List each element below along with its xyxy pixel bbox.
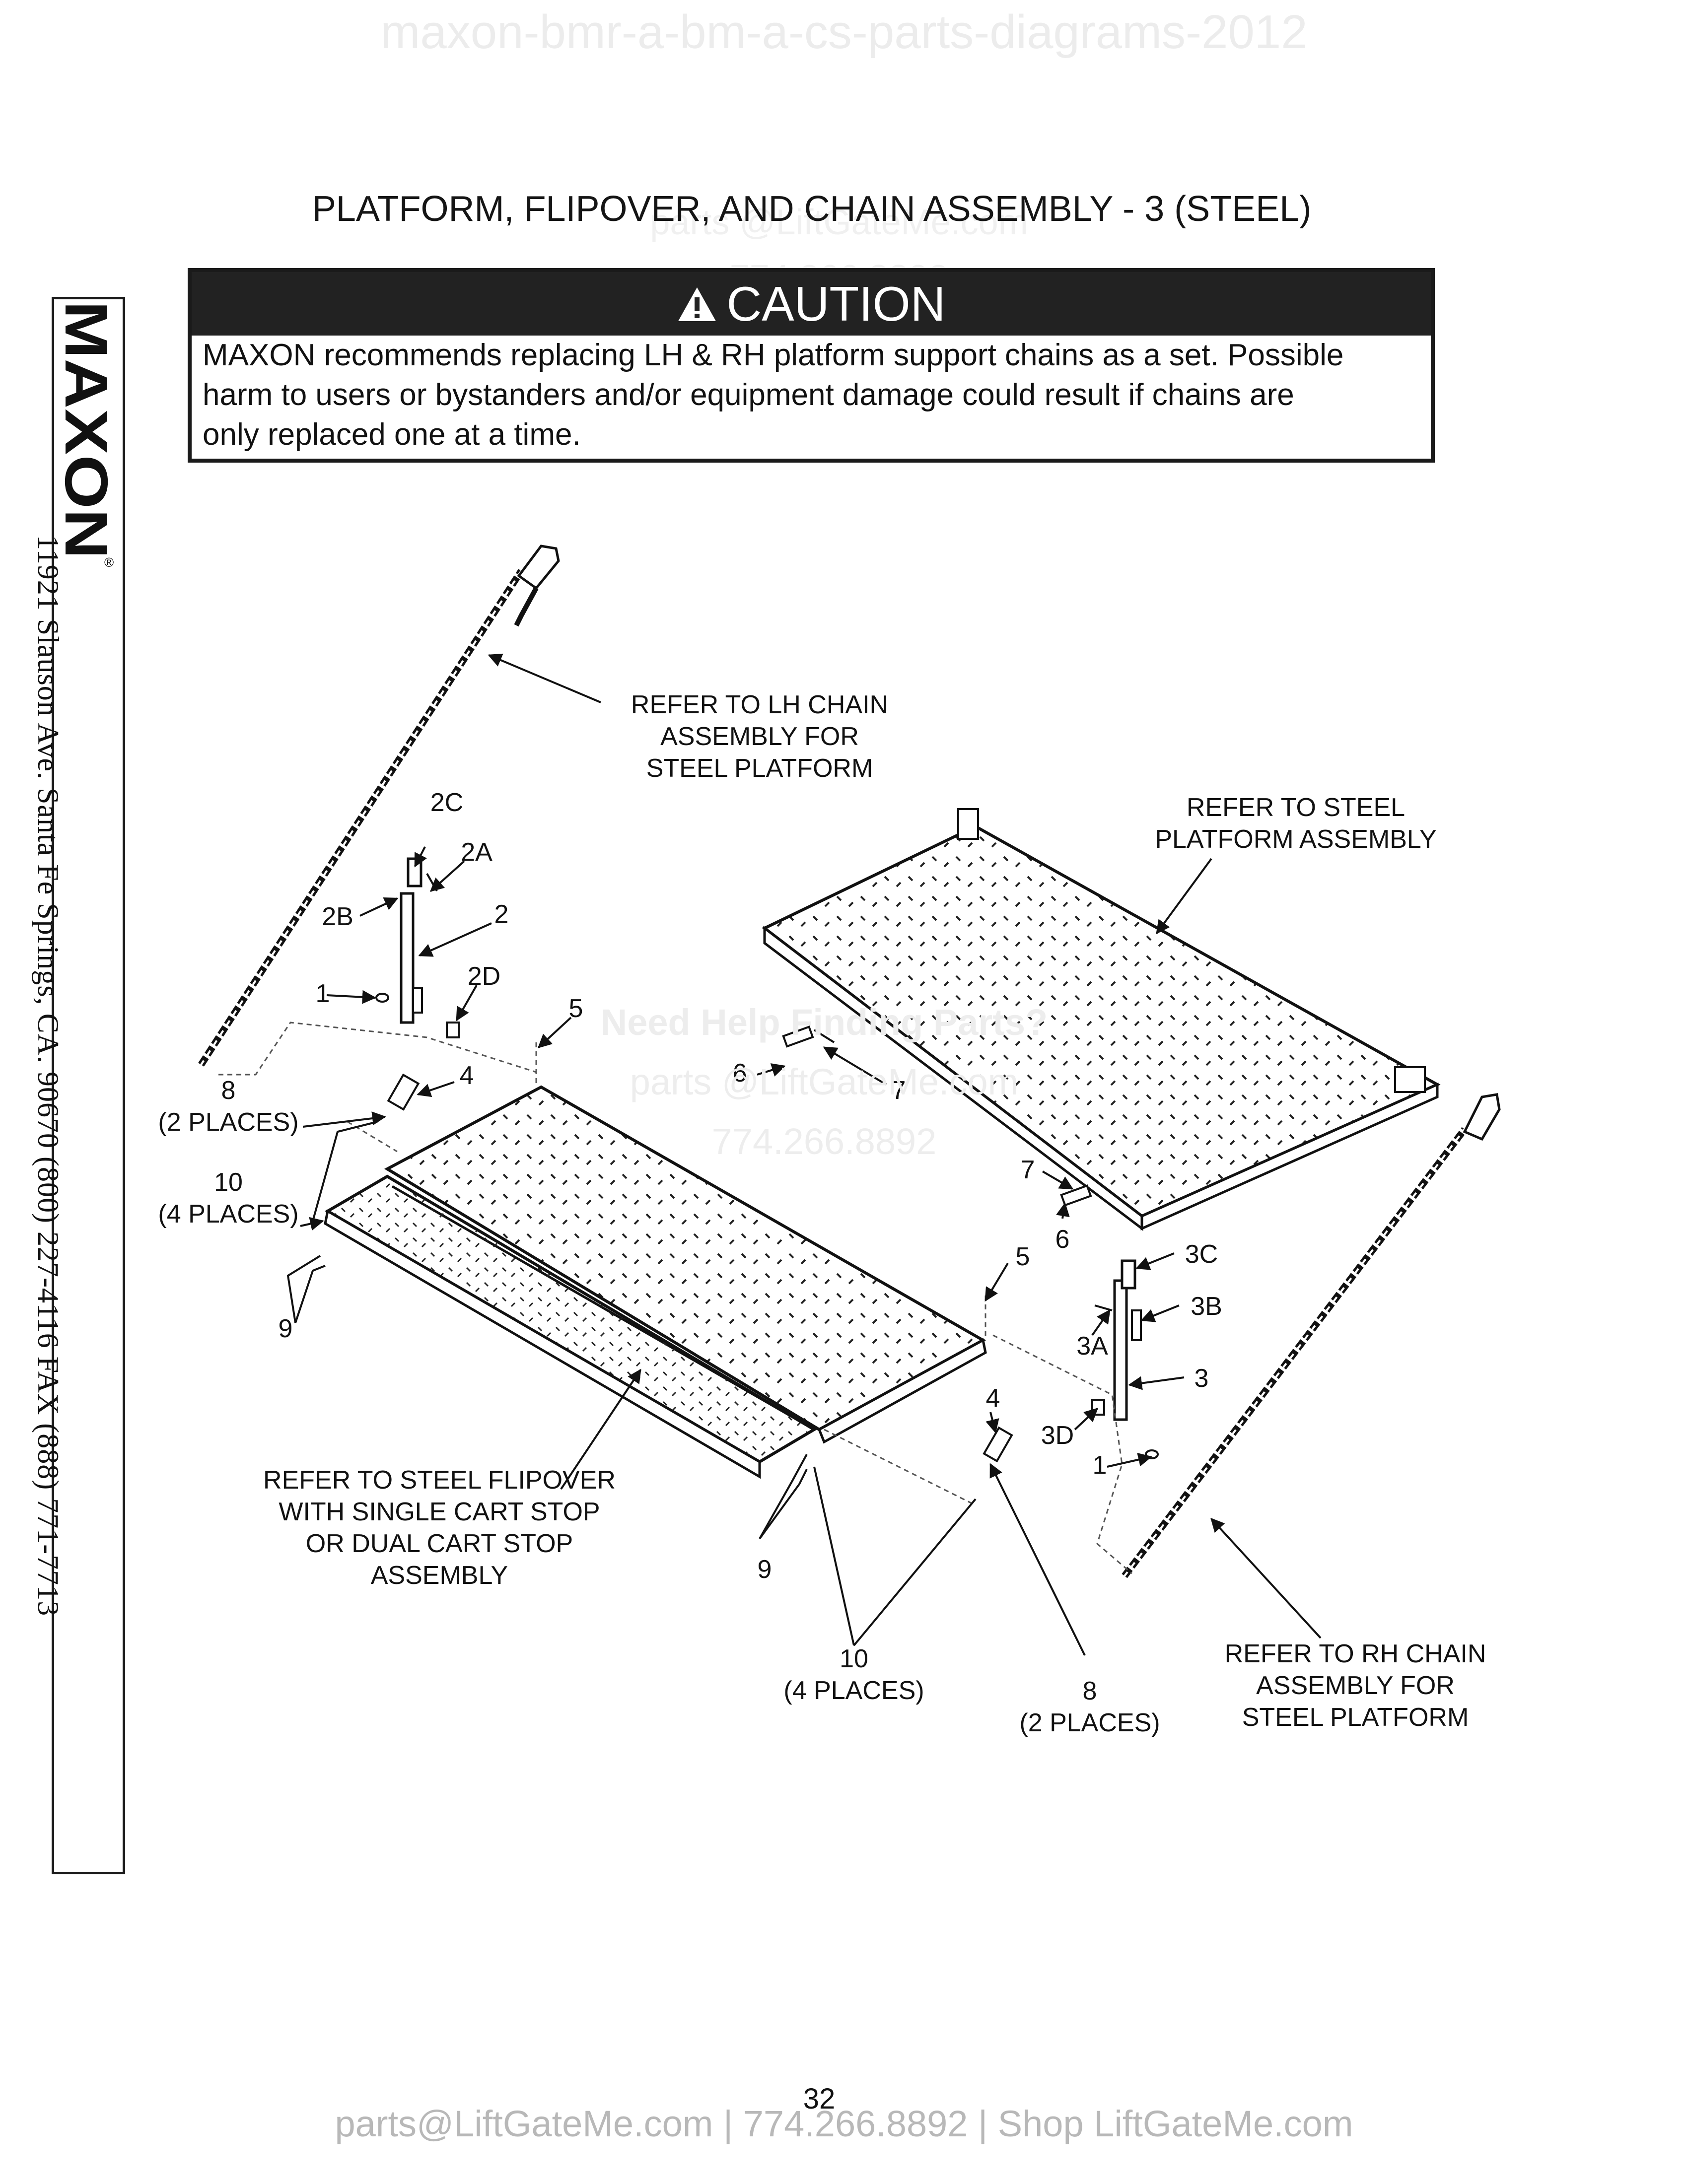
part-label-3: 3 — [1194, 1364, 1209, 1393]
caution-heading: CAUTION — [726, 276, 946, 331]
watermark-middle-line3: 774.266.8892 — [711, 1121, 937, 1162]
callout-lh-chain-line1: REFER TO LH CHAIN — [631, 690, 889, 719]
leader-lines — [286, 653, 1322, 1656]
part-label-1-right: 1 — [1092, 1451, 1107, 1480]
callout-lh-chain-line2: ASSEMBLY FOR — [660, 722, 859, 751]
part-label-2c: 2C — [430, 788, 464, 817]
callout-rh-chain-line2: ASSEMBLY FOR — [1256, 1671, 1455, 1700]
part-label-8-left-places: (2 PLACES) — [158, 1108, 299, 1137]
rh-chain — [1122, 1093, 1501, 1578]
part-label-4-right: 4 — [985, 1384, 1000, 1413]
part-label-2a: 2A — [461, 838, 492, 867]
part-label-8-left-num: 8 — [221, 1076, 236, 1105]
lh-chain — [198, 545, 560, 1067]
flipover — [324, 1174, 817, 1479]
logo-text: MAXON — [55, 301, 120, 559]
caution-box: CAUTION MAXON recommends replacing LH & … — [188, 268, 1435, 463]
part-label-9-left: 9 — [278, 1314, 293, 1343]
part-label-9-bottom: 9 — [757, 1555, 772, 1584]
page-title: PLATFORM, FLIPOVER, AND CHAIN ASSEMBLY -… — [312, 189, 1312, 229]
steel-platform — [762, 808, 1441, 1231]
part-label-10-left-num: 10 — [214, 1168, 243, 1197]
watermark-middle-line2: parts @LiftGateMe.com — [630, 1061, 1019, 1102]
part-label-2d: 2D — [467, 962, 501, 991]
part-label-2b: 2B — [322, 902, 353, 931]
registered-mark: ® — [104, 555, 114, 570]
caution-header: CAUTION — [192, 272, 1431, 336]
part-label-10-bottom: 10 (4 PLACES) — [765, 1643, 943, 1706]
part-label-3a: 3A — [1076, 1332, 1108, 1361]
part-label-3b: 3B — [1191, 1292, 1222, 1321]
warning-icon — [678, 287, 716, 322]
part-label-10-bottom-places: (4 PLACES) — [783, 1676, 924, 1705]
part-label-6-top: 6 — [732, 1059, 747, 1088]
callout-rh-chain: REFER TO RH CHAIN ASSEMBLY FOR STEEL PLA… — [1182, 1638, 1529, 1733]
watermark-header-line1: parts @LiftGateMe.com — [650, 203, 1028, 242]
part-label-4-left: 4 — [459, 1061, 474, 1090]
part-label-7-right: 7 — [1020, 1156, 1035, 1184]
watermark-middle-line1: Need Help Finding Parts? — [600, 1002, 1048, 1043]
callout-steel-platform-line2: PLATFORM ASSEMBLY — [1155, 825, 1437, 854]
part-label-10-left-places: (4 PLACES) — [158, 1200, 299, 1228]
caution-line-3: only replaced one at a time. — [203, 417, 581, 452]
callout-flipover-line3: OR DUAL CART STOP — [305, 1529, 573, 1558]
part-label-10-left: 10 (4 PLACES) — [144, 1166, 313, 1230]
part-label-8-bottom-places: (2 PLACES) — [1019, 1708, 1160, 1737]
part-label-1-left: 1 — [315, 979, 330, 1008]
callout-rh-chain-line3: STEEL PLATFORM — [1242, 1703, 1469, 1732]
callout-flipover-line4: ASSEMBLY — [370, 1561, 508, 1590]
caution-line-1: MAXON recommends replacing LH & RH platf… — [203, 338, 1344, 372]
part-label-8-bottom: 8 (2 PLACES) — [1008, 1675, 1172, 1739]
callout-flipover: REFER TO STEEL FLIPOVER WITH SINGLE CART… — [228, 1464, 650, 1591]
page-number: 32 — [803, 2083, 836, 2115]
main-platform — [384, 1085, 987, 1444]
callout-lh-chain-line3: STEEL PLATFORM — [646, 754, 873, 783]
part-label-8-bottom-num: 8 — [1082, 1677, 1097, 1706]
callout-steel-platform-line1: REFER TO STEEL — [1186, 793, 1406, 822]
sidebar-border — [52, 297, 125, 1874]
caution-line-2: harm to users or bystanders and/or equip… — [203, 378, 1294, 412]
part-label-6-right: 6 — [1055, 1225, 1070, 1254]
part-label-3d: 3D — [1041, 1421, 1074, 1450]
part-label-10-bottom-num: 10 — [840, 1644, 868, 1673]
caution-text: MAXON recommends replacing LH & RH platf… — [203, 336, 1424, 455]
part-label-7-top: 7 — [891, 1076, 906, 1105]
callout-flipover-line1: REFER TO STEEL FLIPOVER — [263, 1466, 616, 1495]
arm-assembly-2 — [375, 857, 460, 1111]
part-label-8-left: 8 (2 PLACES) — [144, 1075, 313, 1138]
callout-flipover-line2: WITH SINGLE CART STOP — [279, 1498, 600, 1526]
part-label-3c: 3C — [1185, 1240, 1218, 1269]
watermark-middle: Need Help Finding Parts? parts @LiftGate… — [576, 993, 1072, 1171]
callout-lh-chain: REFER TO LH CHAIN ASSEMBLY FOR STEEL PLA… — [586, 689, 933, 784]
callout-steel-platform: REFER TO STEEL PLATFORM ASSEMBLY — [1122, 792, 1470, 855]
part-label-2: 2 — [494, 900, 509, 929]
pins-6-7 — [782, 1025, 1092, 1207]
part-label-5-top: 5 — [568, 994, 583, 1023]
footer-contact: parts@LiftGateMe.com | 774.266.8892 | Sh… — [335, 2103, 1353, 2144]
callout-rh-chain-line1: REFER TO RH CHAIN — [1224, 1639, 1486, 1668]
watermark-top: maxon-bmr-a-bm-a-cs-parts-diagrams-2012 — [380, 5, 1308, 59]
maxon-logo: MAXON ® — [55, 301, 120, 570]
part-label-5-right: 5 — [1015, 1242, 1030, 1271]
